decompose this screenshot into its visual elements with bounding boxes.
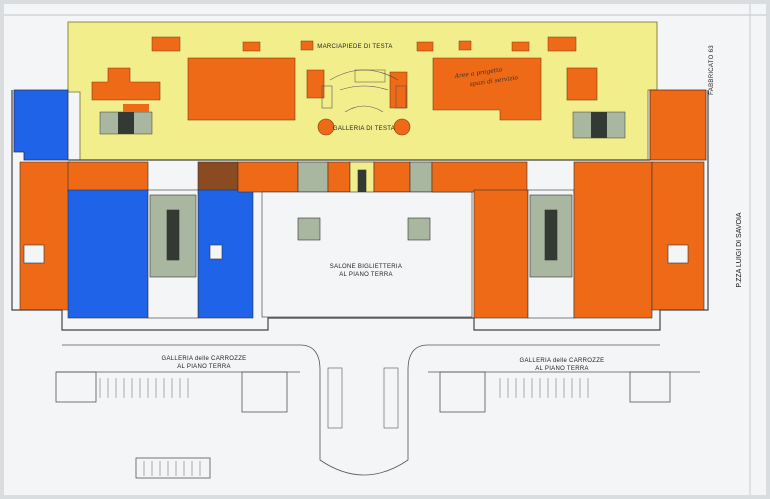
label-carrozze-right-1: GALLERIA delle CARROZZE — [520, 358, 605, 364]
right-wing — [431, 161, 705, 319]
label-piazza: P.ZZA LUIGI DI SAVOIA — [736, 212, 743, 288]
galleria-pillar-left — [317, 118, 335, 136]
head-building-rooms — [91, 57, 598, 121]
central-hall — [261, 161, 473, 318]
label-carrozze-left-2: AL PIANO TERRA — [177, 364, 231, 370]
central-stair-outline — [321, 69, 407, 113]
label-carrozze-left-1: GALLERIA delle CARROZZE — [162, 356, 247, 362]
label-marciapiede: MARCIAPIEDE DI TESTA — [317, 44, 392, 50]
galleria-pillar-right — [393, 118, 411, 136]
left-corner-block — [13, 89, 69, 161]
label-salone-2: AL PIANO TERRA — [339, 272, 393, 278]
left-wing — [19, 161, 299, 319]
carriage-gallery — [55, 344, 700, 479]
label-fabbricato: FABBRICATO 63 — [709, 45, 715, 95]
label-salone-1: SALONE BIGLIETTERIA — [330, 264, 402, 270]
entrance-stairs — [327, 367, 399, 429]
platform-stairs — [99, 104, 626, 139]
label-galleria-testa: GALLERIA DI TESTA — [333, 126, 395, 132]
right-corner-block — [649, 89, 707, 161]
carriage-stripes — [99, 378, 589, 476]
top-kiosks — [151, 36, 577, 52]
label-carrozze-right-2: AL PIANO TERRA — [535, 366, 589, 372]
building-walls — [11, 90, 709, 331]
